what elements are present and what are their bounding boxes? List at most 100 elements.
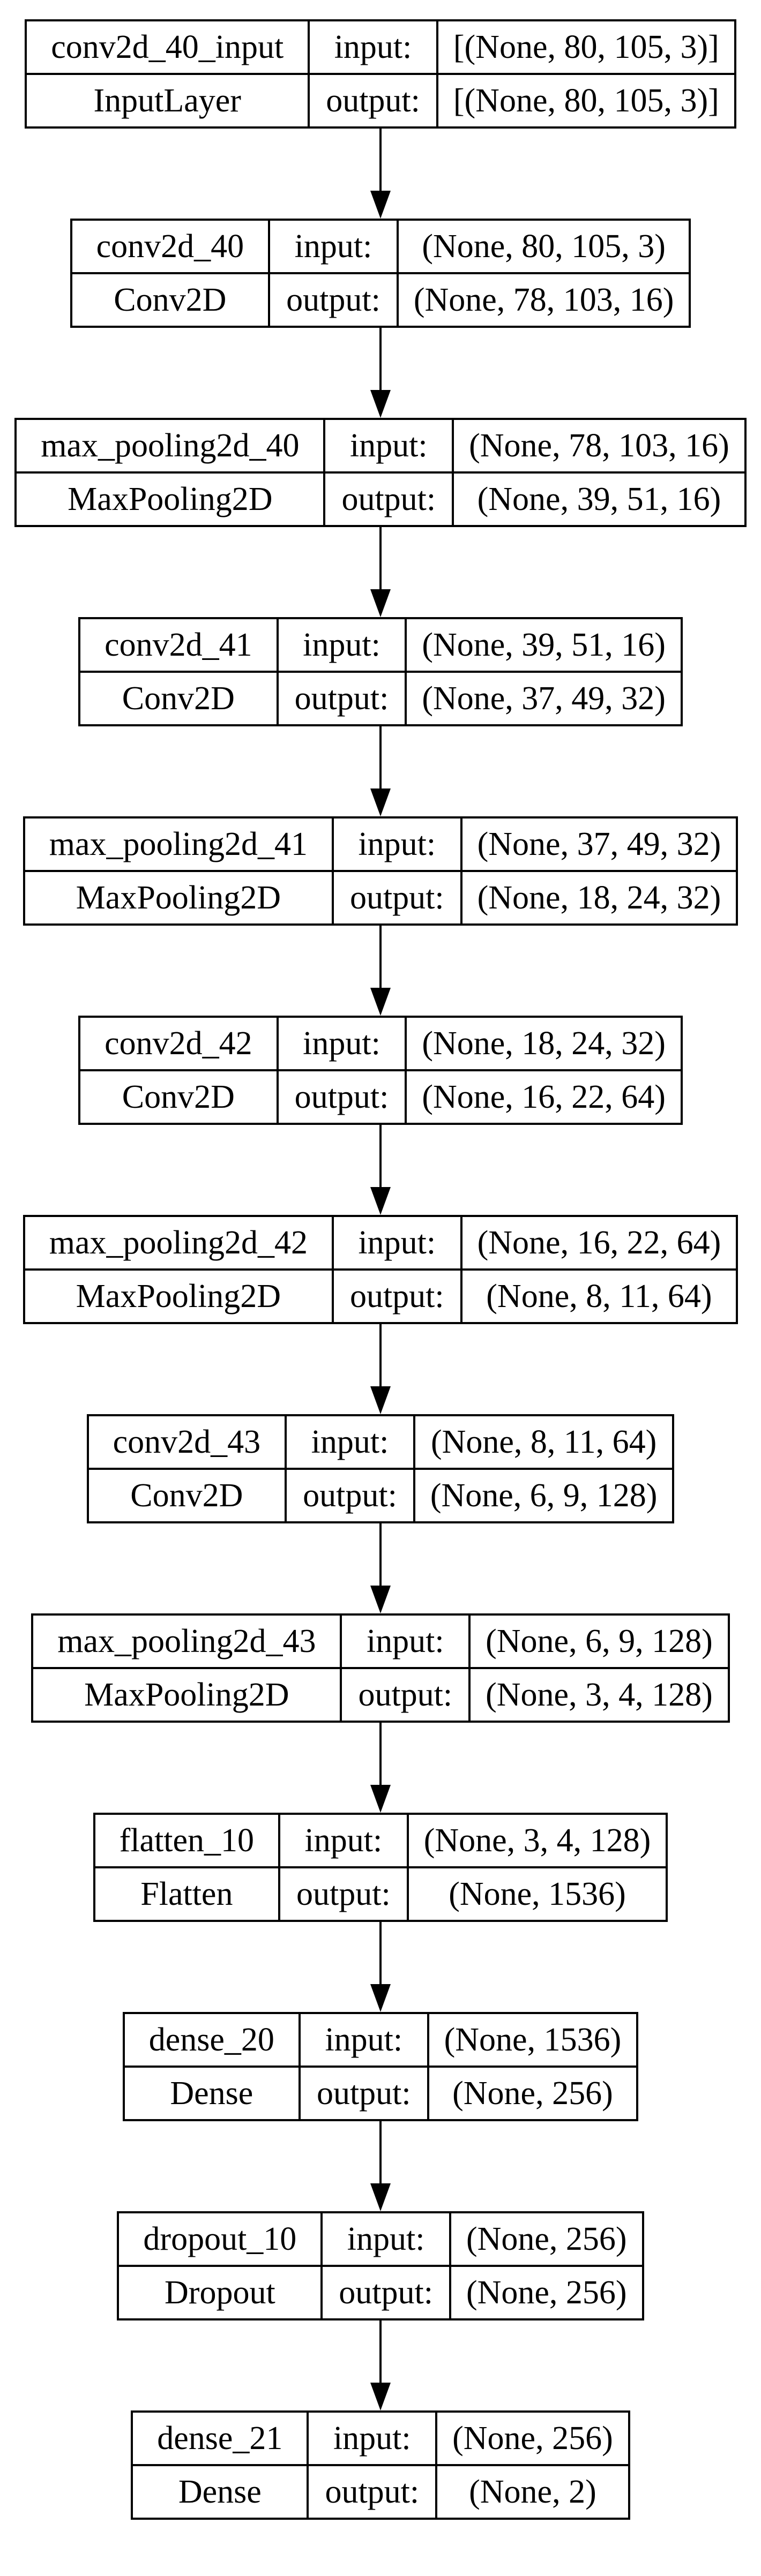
layer-output-row: MaxPooling2D output: (None, 18, 24, 32): [23, 870, 738, 926]
arrow-shaft: [379, 2121, 382, 2183]
input-shape: (None, 37, 49, 32): [460, 816, 738, 872]
output-shape: (None, 8, 11, 64): [460, 1268, 738, 1324]
output-shape: (None, 78, 103, 16): [396, 272, 691, 328]
flow-arrow: [370, 1723, 391, 1813]
arrow-shaft: [379, 1324, 382, 1386]
input-label: input:: [276, 617, 407, 673]
input-label: input:: [276, 1016, 407, 1071]
output-label: output:: [276, 671, 407, 726]
output-label: output:: [278, 1866, 409, 1922]
layer-node: conv2d_40 input: (None, 80, 105, 3) Conv…: [70, 219, 691, 328]
flow-arrow: [370, 129, 391, 219]
layer-type: MaxPooling2D: [14, 471, 326, 527]
arrow-shaft: [379, 1922, 382, 1984]
output-label: output:: [298, 2066, 429, 2121]
layer-name: conv2d_40_input: [25, 19, 310, 75]
layer-output-row: MaxPooling2D output: (None, 39, 51, 16): [14, 471, 747, 527]
layer-input-row: conv2d_40 input: (None, 80, 105, 3): [70, 219, 691, 274]
flow-arrow: [370, 1523, 391, 1613]
layer-name: max_pooling2d_40: [14, 418, 326, 474]
flow-arrow: [370, 1922, 391, 2012]
output-label: output:: [331, 1268, 462, 1324]
flow-arrow: [370, 726, 391, 816]
layer-input-row: max_pooling2d_41 input: (None, 37, 49, 3…: [23, 816, 738, 872]
layer-node: max_pooling2d_42 input: (None, 16, 22, 6…: [23, 1215, 738, 1324]
input-shape: (None, 8, 11, 64): [413, 1414, 675, 1470]
arrow-head-icon: [370, 988, 391, 1016]
layer-output-row: Dense output: (None, 256): [122, 2066, 639, 2121]
input-shape: (None, 3, 4, 128): [406, 1813, 668, 1868]
layer-input-row: dropout_10 input: (None, 256): [117, 2211, 644, 2267]
layer-name: conv2d_42: [78, 1016, 279, 1071]
layer-type: Dense: [131, 2464, 309, 2520]
arrow-shaft: [379, 1125, 382, 1187]
layer-output-row: Flatten output: (None, 1536): [93, 1866, 668, 1922]
arrow-shaft: [379, 2320, 382, 2383]
layer-node: max_pooling2d_40 input: (None, 78, 103, …: [14, 418, 747, 527]
layer-name: max_pooling2d_41: [23, 816, 334, 872]
layer-node: conv2d_41 input: (None, 39, 51, 16) Conv…: [78, 617, 683, 726]
input-shape: (None, 1536): [427, 2012, 639, 2068]
output-shape: [(None, 80, 105, 3)]: [436, 73, 736, 129]
output-label: output:: [320, 2265, 451, 2320]
layer-output-row: Conv2D output: (None, 78, 103, 16): [70, 272, 691, 328]
input-shape: (None, 78, 103, 16): [452, 418, 747, 474]
layer-name: dense_21: [131, 2410, 309, 2466]
arrow-shaft: [379, 926, 382, 988]
output-shape: (None, 39, 51, 16): [452, 471, 747, 527]
arrow-shaft: [379, 1523, 382, 1586]
layer-name: flatten_10: [93, 1813, 281, 1868]
output-label: output:: [340, 1667, 471, 1723]
layer-output-row: MaxPooling2D output: (None, 8, 11, 64): [23, 1268, 738, 1324]
arrow-shaft: [379, 129, 382, 191]
layer-input-row: dense_20 input: (None, 1536): [122, 2012, 639, 2068]
layer-output-row: Conv2D output: (None, 6, 9, 128): [86, 1468, 675, 1523]
arrow-shaft: [379, 527, 382, 589]
layer-input-row: max_pooling2d_42 input: (None, 16, 22, 6…: [23, 1215, 738, 1271]
output-label: output:: [307, 2464, 438, 2520]
layer-node: dense_21 input: (None, 256) Dense output…: [131, 2410, 630, 2520]
arrow-head-icon: [370, 1984, 391, 2012]
layer-input-row: conv2d_42 input: (None, 18, 24, 32): [78, 1016, 683, 1071]
input-label: input:: [331, 816, 462, 872]
layer-name: conv2d_41: [78, 617, 279, 673]
layer-name: max_pooling2d_43: [31, 1613, 342, 1669]
layer-node: conv2d_43 input: (None, 8, 11, 64) Conv2…: [86, 1414, 675, 1523]
layer-node: flatten_10 input: (None, 3, 4, 128) Flat…: [93, 1813, 668, 1922]
layer-name: conv2d_40: [70, 219, 271, 274]
layer-name: dense_20: [122, 2012, 301, 2068]
input-label: input:: [278, 1813, 409, 1868]
flow-arrow: [370, 1324, 391, 1414]
arrow-head-icon: [370, 191, 391, 219]
output-label: output:: [323, 471, 454, 527]
arrow-head-icon: [370, 1586, 391, 1613]
layer-input-row: conv2d_41 input: (None, 39, 51, 16): [78, 617, 683, 673]
output-label: output:: [331, 870, 462, 926]
output-label: output:: [285, 1468, 415, 1523]
output-label: output:: [276, 1069, 407, 1125]
layer-node: max_pooling2d_43 input: (None, 6, 9, 128…: [31, 1613, 730, 1723]
arrow-head-icon: [370, 1187, 391, 1215]
layer-input-row: max_pooling2d_40 input: (None, 78, 103, …: [14, 418, 747, 474]
input-label: input:: [320, 2211, 451, 2267]
layer-type: Dense: [122, 2066, 301, 2121]
layer-node: conv2d_42 input: (None, 18, 24, 32) Conv…: [78, 1016, 683, 1125]
output-label: output:: [268, 272, 399, 328]
input-shape: (None, 80, 105, 3): [396, 219, 691, 274]
input-label: input:: [308, 19, 438, 75]
layer-input-row: max_pooling2d_43 input: (None, 6, 9, 128…: [31, 1613, 730, 1669]
flow-arrow: [370, 2121, 391, 2211]
flow-arrow: [370, 527, 391, 617]
layer-type: Flatten: [93, 1866, 281, 1922]
output-shape: (None, 256): [449, 2265, 644, 2320]
layer-input-row: flatten_10 input: (None, 3, 4, 128): [93, 1813, 668, 1868]
layer-output-row: Dense output: (None, 2): [131, 2464, 630, 2520]
layer-type: InputLayer: [25, 73, 310, 129]
input-label: input:: [298, 2012, 429, 2068]
flow-arrow: [370, 328, 391, 418]
input-shape: (None, 6, 9, 128): [468, 1613, 730, 1669]
layer-node: max_pooling2d_41 input: (None, 37, 49, 3…: [23, 816, 738, 926]
layer-node: dropout_10 input: (None, 256) Dropout ou…: [117, 2211, 644, 2320]
arrow-head-icon: [370, 2383, 391, 2410]
input-shape: (None, 39, 51, 16): [405, 617, 683, 673]
